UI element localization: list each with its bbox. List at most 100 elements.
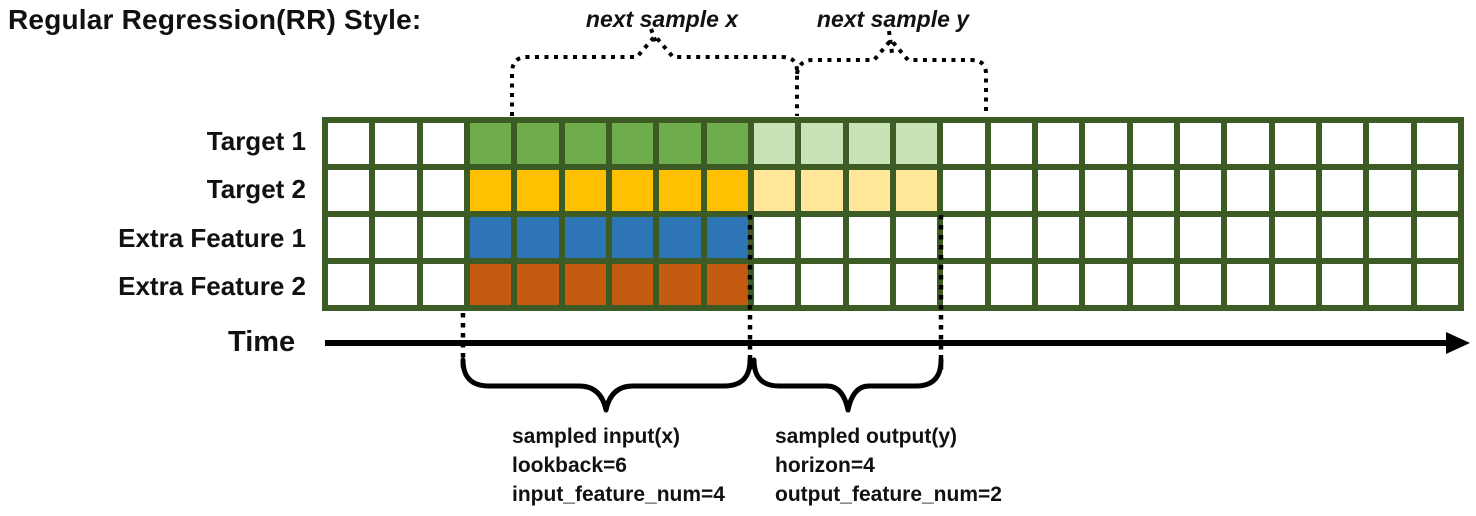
grid-cell — [706, 123, 748, 164]
grid-cell — [564, 123, 606, 164]
grid-cell — [943, 123, 985, 164]
time-axis-label: Time — [228, 326, 296, 358]
grid-cell — [801, 170, 843, 211]
grid-cell — [469, 170, 512, 211]
grid-cell — [328, 123, 370, 164]
sampled-input-title: sampled input(x) — [512, 425, 681, 448]
grid-cell — [328, 264, 370, 305]
grid-cell — [990, 264, 1032, 305]
grid-cell — [1179, 170, 1222, 211]
grid-cell — [328, 170, 370, 211]
row-label: Target 1 — [206, 125, 306, 156]
grid-cell — [375, 123, 417, 164]
grid-cell — [801, 217, 843, 258]
sampled-output-title: sampled output(y) — [775, 425, 957, 448]
page-title: Regular Regression(RR) Style: — [8, 4, 422, 35]
grid-cell — [1321, 264, 1364, 305]
next-sample-y-label: next sample y — [816, 6, 970, 32]
grid-cell — [1369, 217, 1411, 258]
sampled-input-annotation: sampled input(x) lookback=6 input_featur… — [512, 422, 725, 509]
output-feature-num-value: output_feature_num=2 — [775, 483, 1002, 506]
grid-cell — [1274, 217, 1316, 258]
grid-cell — [1037, 123, 1080, 164]
grid-cell — [1274, 123, 1316, 164]
next-sample-x-label: next sample x — [585, 6, 739, 32]
grid-cell — [1369, 170, 1411, 211]
grid-cell — [1037, 217, 1080, 258]
row-label: Extra Feature 2 — [118, 271, 306, 302]
grid-cell — [848, 170, 890, 211]
lookback-value: lookback=6 — [512, 454, 627, 477]
grid-cell — [469, 217, 512, 258]
grid-cell — [1179, 123, 1222, 164]
next-sample-y-brace — [795, 36, 988, 116]
sampled-input-brace — [460, 357, 753, 413]
grid-cell — [753, 264, 796, 305]
grid-cell — [611, 123, 654, 164]
grid-cell — [517, 217, 559, 258]
grid-cell — [1037, 170, 1080, 211]
grid-cell — [1369, 264, 1411, 305]
grid-cell — [1179, 264, 1222, 305]
grid-cell — [422, 217, 464, 258]
grid-cell — [375, 264, 417, 305]
grid-cell — [1321, 123, 1364, 164]
grid-cell — [1321, 170, 1364, 211]
timestep-grid — [322, 117, 1464, 311]
grid-cell — [564, 264, 606, 305]
grid-cell — [611, 170, 654, 211]
grid-cell — [1227, 264, 1269, 305]
grid-cell — [753, 170, 796, 211]
horizon-value: horizon=4 — [775, 454, 875, 477]
grid-cell — [1416, 264, 1458, 305]
grid-cell — [943, 264, 985, 305]
grid-cell — [659, 170, 701, 211]
grid-cell — [1416, 217, 1458, 258]
grid-cell — [1227, 170, 1269, 211]
grid-cell — [1085, 170, 1127, 211]
grid-cell — [328, 217, 370, 258]
grid-cell — [564, 217, 606, 258]
grid-cell — [895, 123, 938, 164]
sampled-output-annotation: sampled output(y) horizon=4 output_featu… — [775, 422, 1002, 509]
time-axis-arrowhead — [1446, 332, 1470, 354]
grid-cell — [469, 123, 512, 164]
grid-cell — [848, 217, 890, 258]
grid-cell — [1274, 264, 1316, 305]
grid-cell — [848, 123, 890, 164]
grid-cell — [1179, 217, 1222, 258]
grid-cell — [611, 217, 654, 258]
next-sample-y-connector — [887, 30, 894, 54]
grid-cell — [659, 264, 701, 305]
grid-cell — [848, 264, 890, 305]
grid-cell — [1369, 123, 1411, 164]
grid-cell — [375, 170, 417, 211]
grid-cell — [706, 217, 748, 258]
input-feature-num-value: input_feature_num=4 — [512, 483, 725, 506]
grid-cell — [1132, 217, 1174, 258]
grid-cell — [1132, 123, 1174, 164]
grid-cell — [753, 217, 796, 258]
grid-cell — [801, 264, 843, 305]
grid-cell — [1132, 170, 1174, 211]
grid-cell — [990, 217, 1032, 258]
grid-cell — [611, 264, 654, 305]
grid-cell — [1274, 170, 1316, 211]
row-label: Extra Feature 1 — [118, 222, 306, 253]
grid-cell — [1227, 123, 1269, 164]
grid-cell — [659, 123, 701, 164]
grid-cell — [895, 170, 938, 211]
grid-cell — [1085, 264, 1127, 305]
grid-cell — [801, 123, 843, 164]
grid-cell — [422, 123, 464, 164]
grid-cell — [659, 217, 701, 258]
next-sample-x-brace — [510, 32, 799, 116]
grid-cell — [1085, 123, 1127, 164]
grid-cell — [990, 123, 1032, 164]
grid-cell — [1037, 264, 1080, 305]
grid-cell — [706, 170, 748, 211]
grid-cell — [422, 264, 464, 305]
sampled-output-brace — [751, 357, 944, 413]
